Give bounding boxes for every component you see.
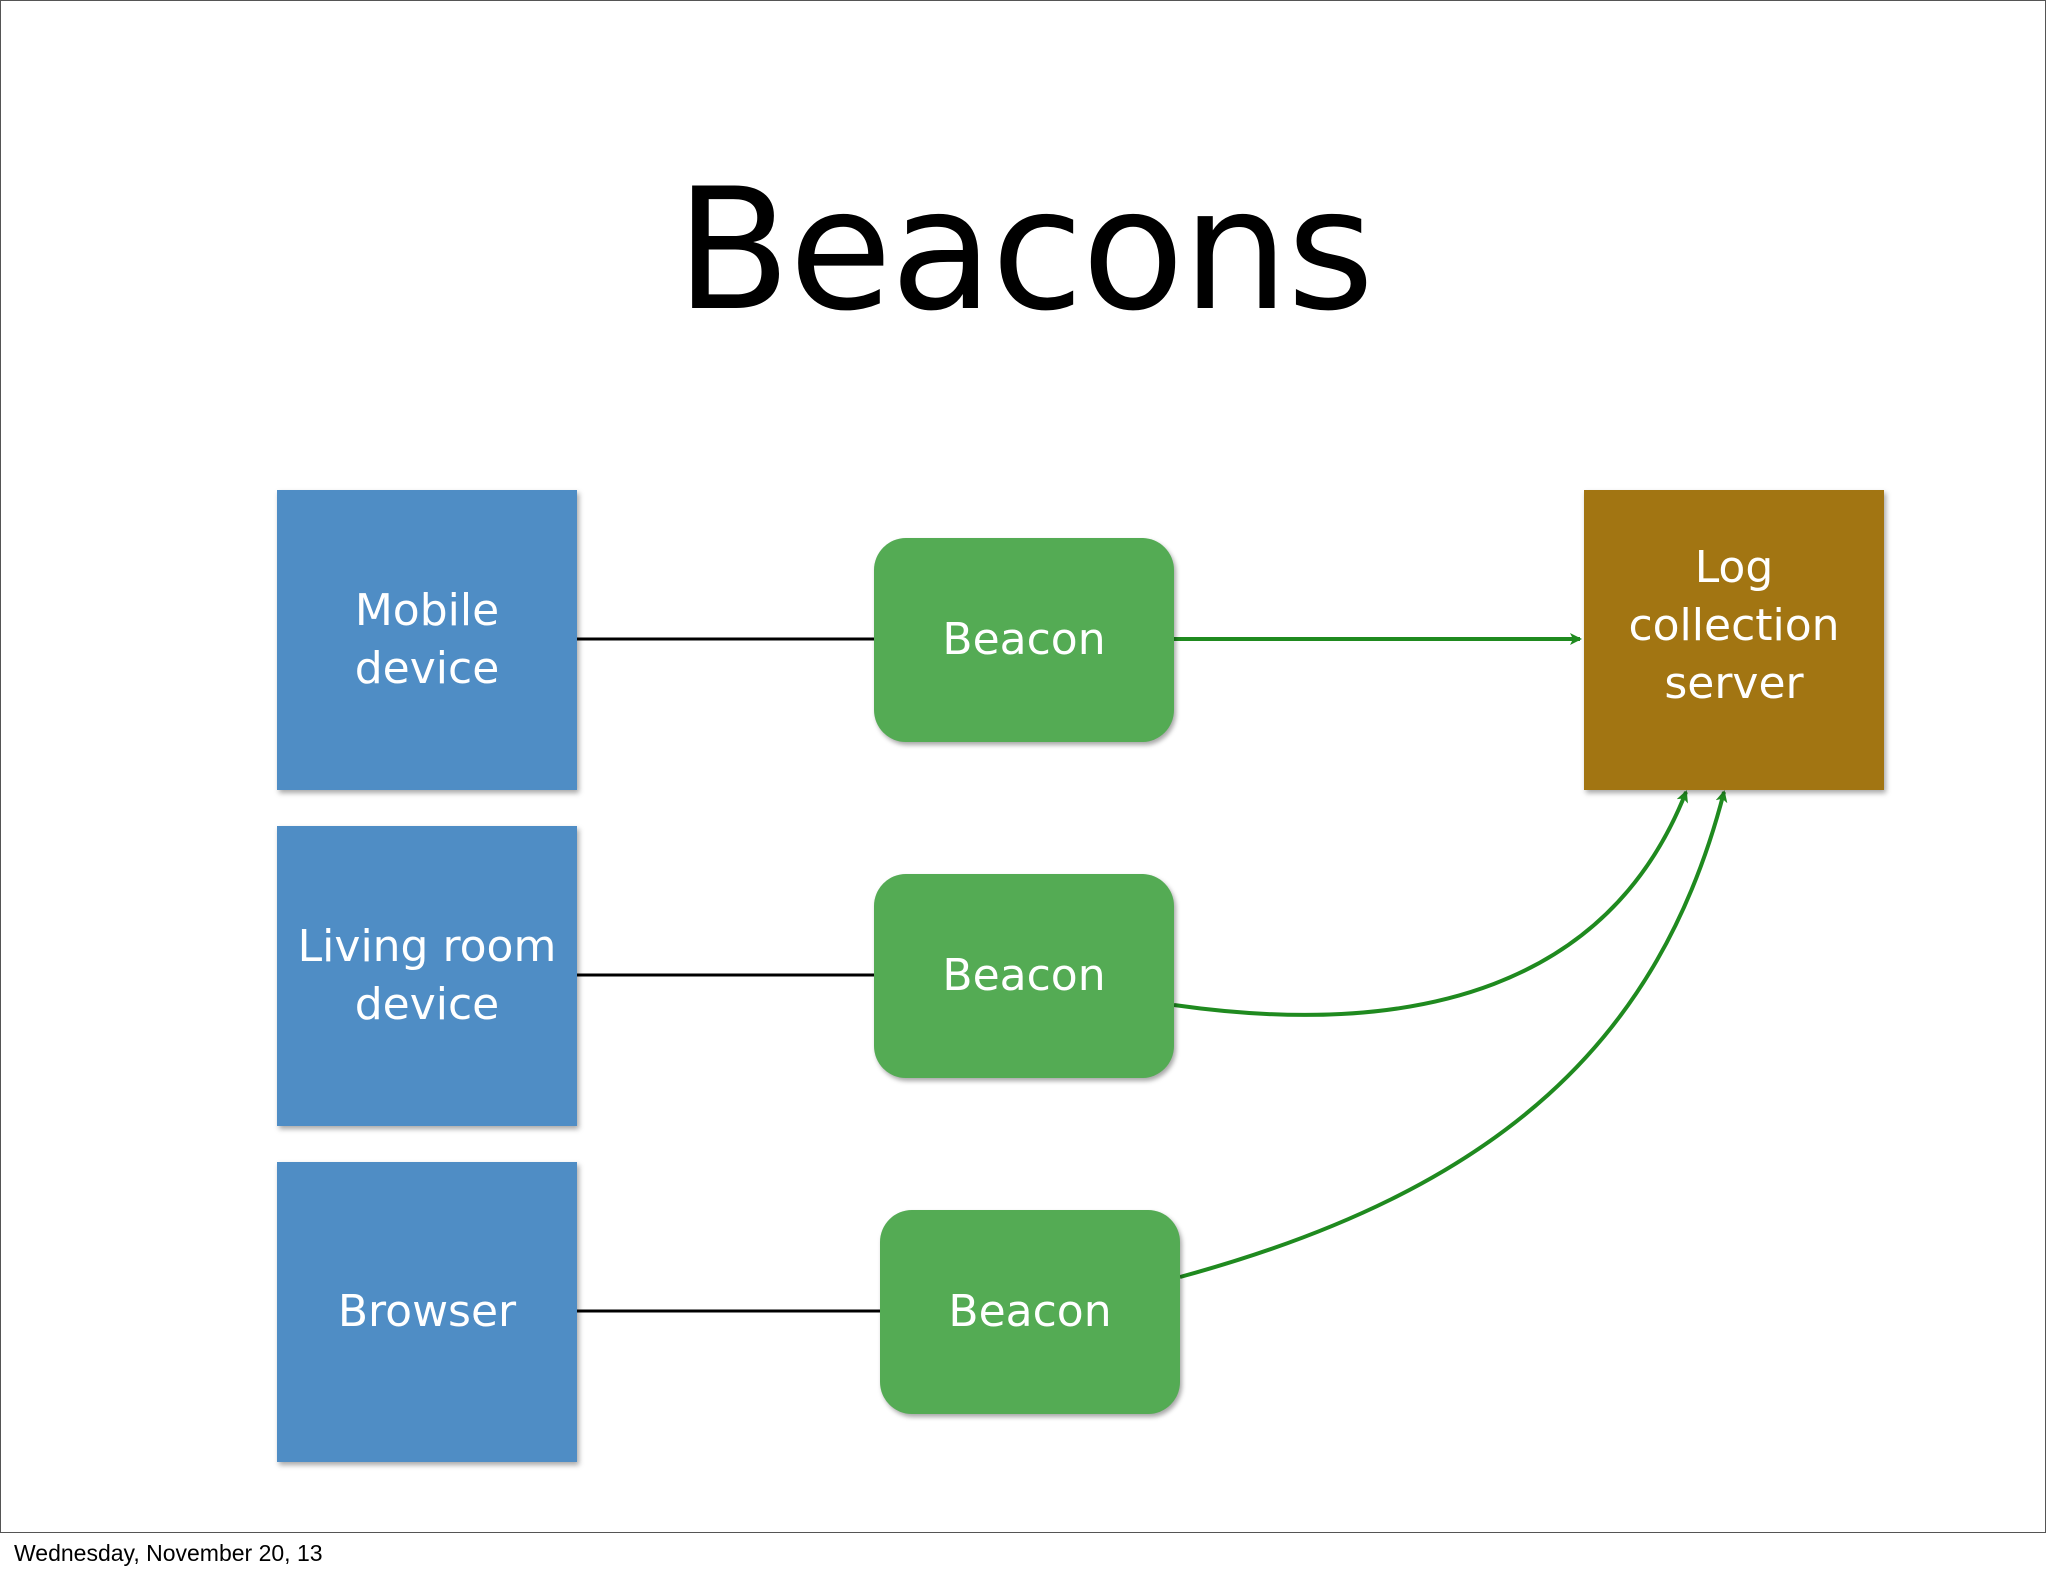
node-beacon-1-label: Beacon: [942, 614, 1106, 665]
slide-title: Beacons: [675, 152, 1375, 348]
node-beacon-3: Beacon: [880, 1210, 1180, 1414]
node-mobile-device: Mobile device: [277, 490, 577, 790]
node-living-room-device-label: Living room device: [297, 921, 557, 1030]
node-mobile-device-label: Mobile device: [354, 585, 500, 694]
arrow-beacon-2-to-server: [1173, 790, 1688, 1017]
node-log-collection-server: Log collection server: [1584, 490, 1884, 790]
node-browser: Browser: [277, 1162, 577, 1462]
node-beacon-2: Beacon: [874, 874, 1174, 1078]
node-living-room-device: Living room device: [277, 826, 577, 1126]
node-log-collection-server-label: Log collection server: [1628, 542, 1840, 709]
node-beacon-1: Beacon: [874, 538, 1174, 742]
node-browser-label: Browser: [337, 1286, 517, 1337]
node-beacon-3-label: Beacon: [948, 1286, 1112, 1337]
node-beacon-2-label: Beacon: [942, 950, 1106, 1001]
arrow-beacon-3-to-server: [1179, 790, 1728, 1279]
slide-footer-date: Wednesday, November 20, 13: [14, 1540, 323, 1566]
